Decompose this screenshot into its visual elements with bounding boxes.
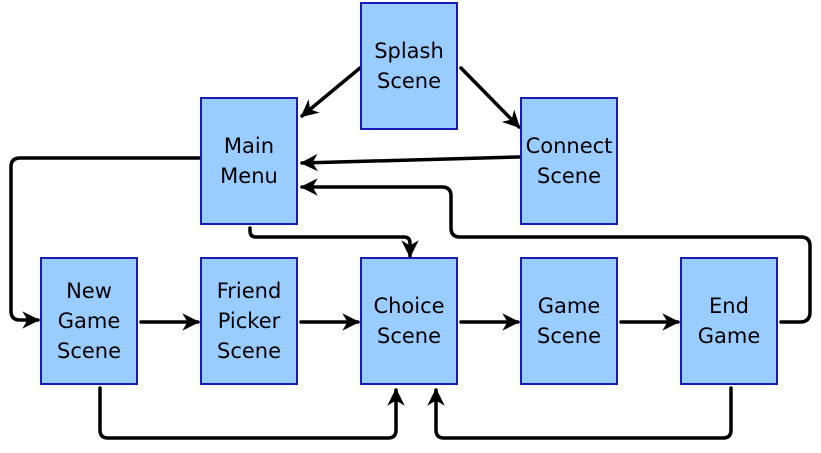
- node-splash-scene-label: Splash Scene: [374, 39, 444, 93]
- node-main-menu: Main Menu: [200, 97, 298, 225]
- node-friend-picker-scene: Friend Picker Scene: [200, 257, 298, 385]
- edge-splash-to-connect: [459, 66, 521, 129]
- node-choice-scene-label: Choice Scene: [373, 294, 445, 348]
- node-end-game: End Game: [680, 257, 778, 385]
- node-end-game-label: End Game: [697, 294, 761, 348]
- edge-new-game-to-choice: [98, 386, 405, 440]
- node-connect-scene: Connect Scene: [520, 97, 618, 225]
- node-splash-scene: Splash Scene: [360, 2, 458, 130]
- node-game-scene: Game Scene: [520, 257, 618, 385]
- edge-splash-to-main-menu: [300, 66, 362, 118]
- node-main-menu-label: Main Menu: [220, 134, 278, 188]
- node-new-game-scene-label: New Game Scene: [56, 279, 122, 363]
- edge-end-game-to-choice: [427, 386, 733, 440]
- node-new-game-scene: New Game Scene: [40, 257, 138, 385]
- edge-main-menu-to-new-game: [9, 156, 202, 329]
- node-friend-picker-scene-label: Friend Picker Scene: [216, 279, 282, 363]
- edge-connect-to-main-menu: [300, 153, 521, 172]
- edge-end-game-to-main-menu: [300, 178, 812, 324]
- node-game-scene-label: Game Scene: [536, 294, 602, 348]
- node-choice-scene: Choice Scene: [360, 257, 458, 385]
- edge-main-menu-to-choice: [248, 226, 419, 258]
- node-connect-scene-label: Connect Scene: [525, 134, 613, 188]
